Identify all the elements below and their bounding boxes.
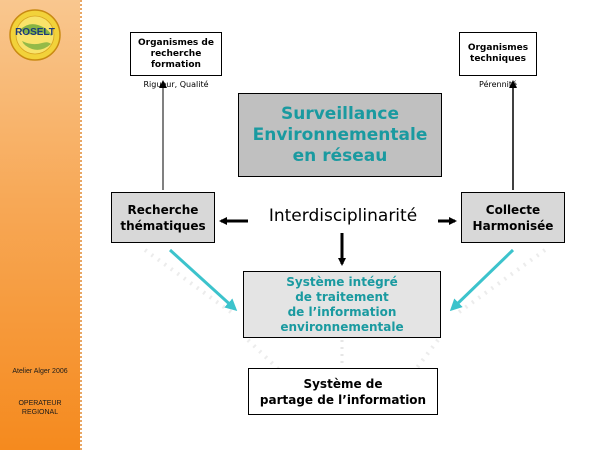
logo-text: ROSELT [15, 27, 55, 38]
operator-label: OPERATEUR REGIONAL [18, 400, 62, 416]
perennite-caption: Pérennité [479, 80, 517, 89]
sidebar: ROSELT Atelier Alger 2006 OPERATEUR REGI… [0, 0, 80, 450]
interdisciplinarite-label: Interdisciplinarité [268, 206, 418, 226]
surveillance-box: Surveillance Environnementale en réseau [238, 93, 442, 177]
systeme-integre-box: Système intégré de traitement de l’infor… [243, 271, 441, 338]
globe-logo-icon: ROSELT [8, 8, 62, 62]
arrow-cyan-right [449, 248, 515, 312]
collecte-box: Collecte Harmonisée [461, 192, 565, 243]
faint-guide-right [453, 248, 547, 317]
organismes-techniques-box: Organismes techniques [459, 32, 537, 76]
arrow-cyan-left [168, 248, 238, 312]
sidebar-divider [80, 0, 82, 450]
recherche-box: Recherche thématiques [111, 192, 215, 243]
event-label: Atelier Alger 2006 [12, 368, 68, 375]
organismes-recherche-box: Organismes de recherche formation [130, 32, 222, 76]
faint-guide-left [143, 248, 237, 317]
rigueur-caption: Rigueur, Qualité [143, 80, 209, 89]
systeme-partage-box: Système de partage de l’information [248, 368, 438, 415]
